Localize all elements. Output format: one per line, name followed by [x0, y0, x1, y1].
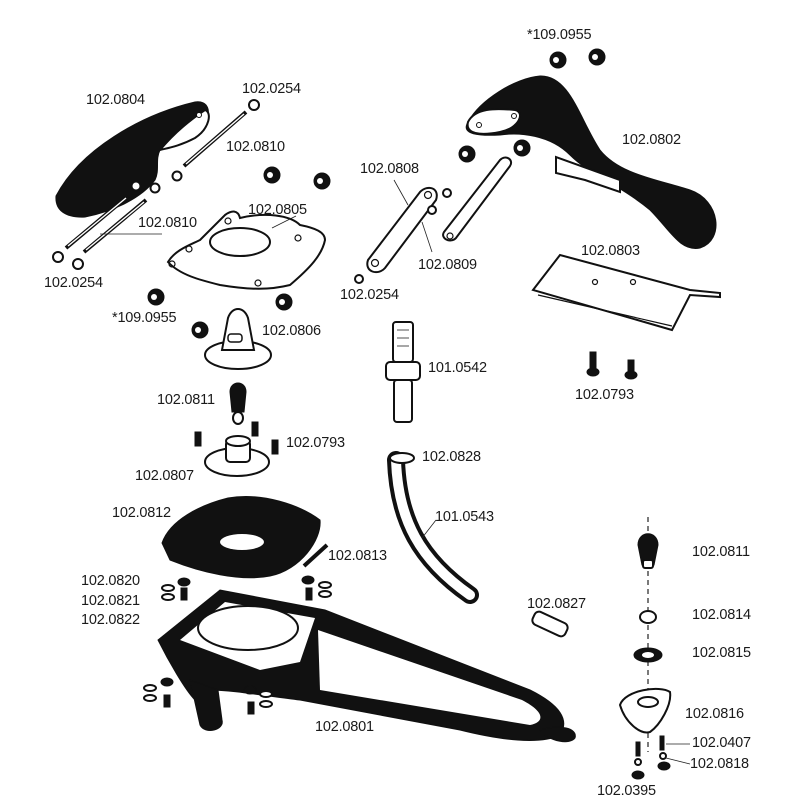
pedal-part-0802 [465, 75, 717, 249]
label-102-0808: 102.0808 [360, 161, 419, 177]
pin-part-0813 [302, 543, 329, 568]
label-101-0543: 101.0543 [435, 509, 494, 525]
label-102-0812: 102.0812 [112, 505, 171, 521]
label-102-0804: 102.0804 [86, 92, 145, 108]
valve-part-101-0542 [385, 321, 421, 423]
plate-part-0812 [161, 496, 321, 579]
housing-part-0806 [204, 308, 272, 370]
label-102-0811-left: 102.0811 [157, 392, 215, 408]
flange-part-0805 [166, 210, 327, 290]
bolt-part-0793 [586, 351, 638, 380]
frame-part-0801 [157, 589, 576, 743]
bracket-part-0803 [531, 253, 721, 332]
arm-part-0808 [366, 179, 438, 274]
label-102-0254-mid: 102.0254 [340, 287, 399, 303]
label-101-0542: 101.0542 [428, 360, 487, 376]
knob-part-0811 [229, 382, 247, 425]
label-102-0815: 102.0815 [692, 645, 751, 661]
label-102-0805: 102.0805 [248, 202, 307, 218]
right-assembly [618, 517, 691, 780]
link-part-0809 [421, 156, 512, 253]
label-102-0810-top: 102.0810 [226, 139, 285, 155]
washers-part-0820 [143, 575, 332, 715]
label-102-0807: 102.0807 [135, 468, 194, 484]
knob-part-109-0955 [147, 48, 606, 339]
label-109-0955-top: *109.0955 [527, 27, 592, 43]
hose-part-101-0543 [387, 451, 479, 604]
pedal-part-0804 [55, 101, 210, 218]
label-109-0955-left: *109.0955 [112, 310, 177, 326]
label-102-0793-left: 102.0793 [286, 435, 345, 451]
fitting-part-0827 [531, 610, 569, 638]
label-102-0813: 102.0813 [328, 548, 387, 564]
label-102-0816: 102.0816 [685, 706, 744, 722]
label-102-0818: 102.0818 [690, 756, 749, 772]
label-102-0828: 102.0828 [422, 449, 481, 465]
label-102-0806: 102.0806 [262, 323, 321, 339]
label-102-0407: 102.0407 [692, 735, 751, 751]
label-102-0811-right: 102.0811 [692, 544, 750, 560]
label-102-0822: 102.0822 [81, 612, 140, 628]
label-102-0801: 102.0801 [315, 719, 374, 735]
label-102-0820: 102.0820 [81, 573, 140, 589]
label-102-0802: 102.0802 [622, 132, 681, 148]
rod-part-0810 [64, 110, 248, 254]
nut-part-0254 [52, 99, 364, 284]
label-102-0254-left: 102.0254 [44, 275, 103, 291]
label-102-0810-mid: 102.0810 [138, 215, 197, 231]
label-102-0827: 102.0827 [527, 596, 586, 612]
label-102-0809: 102.0809 [418, 257, 477, 273]
base-part-0807 [194, 421, 279, 477]
label-102-0254-top: 102.0254 [242, 81, 301, 97]
label-102-0793-right: 102.0793 [575, 387, 634, 403]
label-102-0821: 102.0821 [81, 593, 140, 609]
label-102-0803: 102.0803 [581, 243, 640, 259]
label-102-0395: 102.0395 [597, 783, 656, 799]
label-102-0814: 102.0814 [692, 607, 751, 623]
